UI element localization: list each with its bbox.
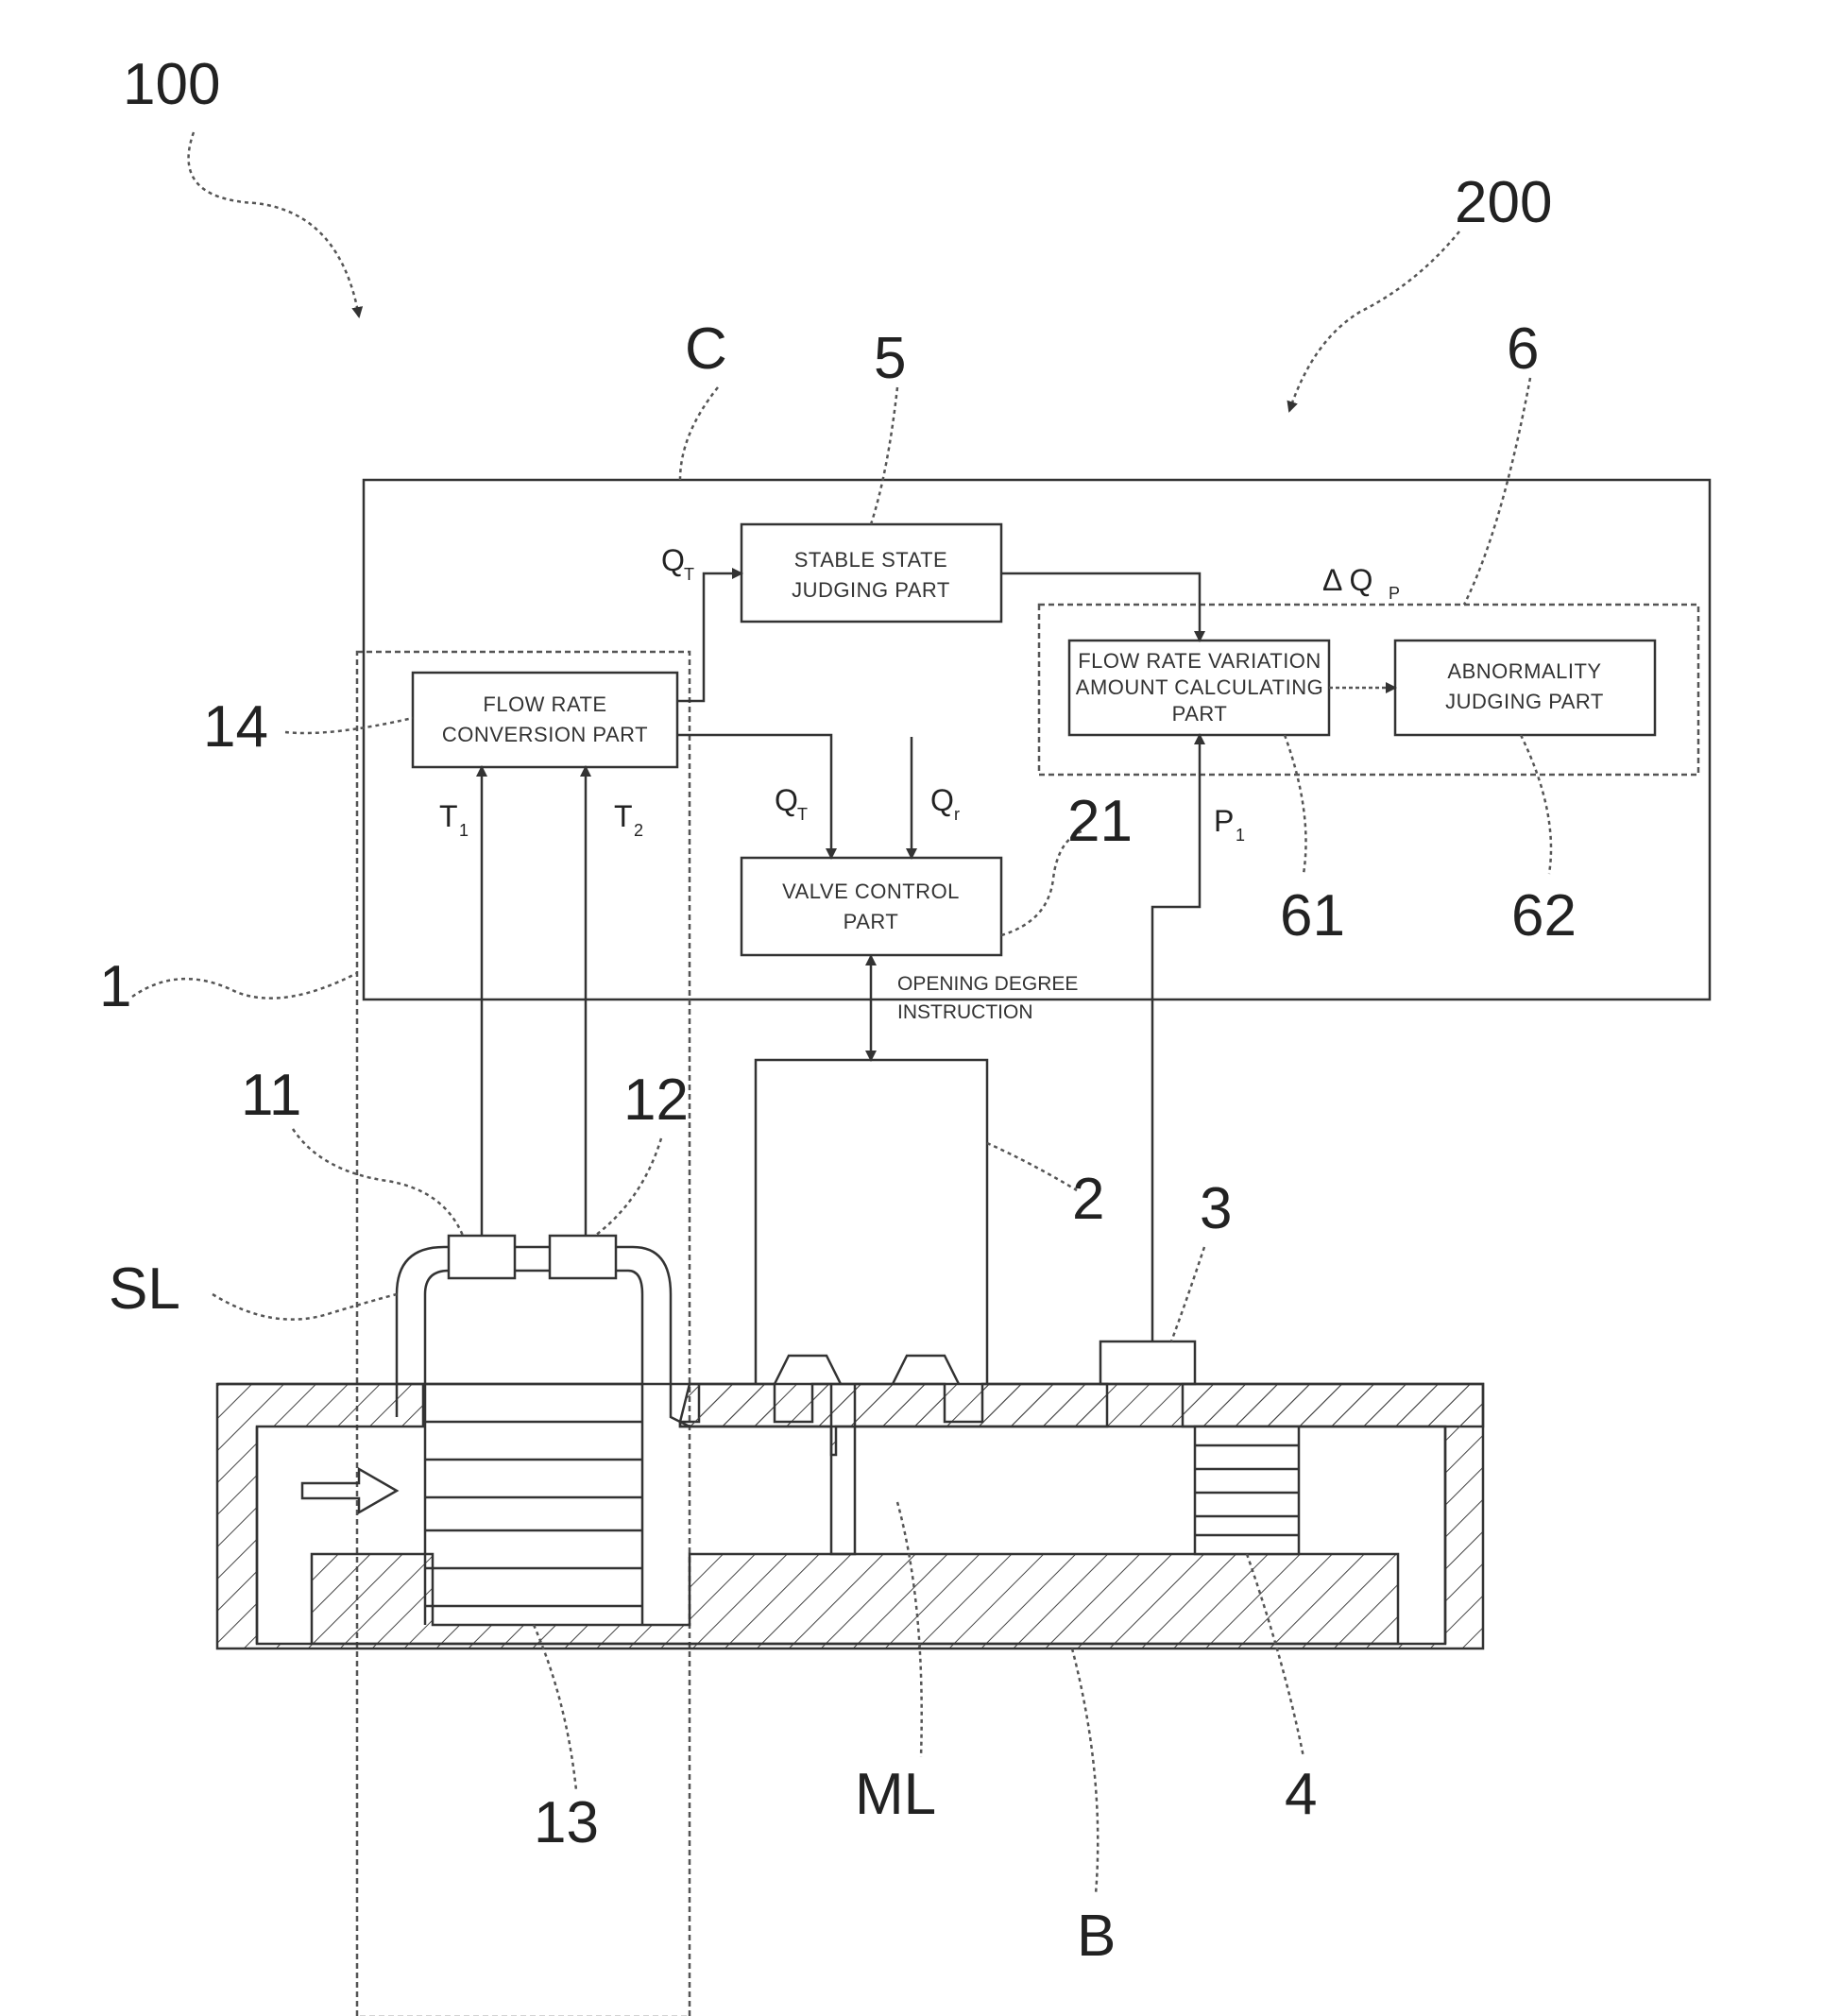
ref-200: 200 bbox=[1455, 170, 1552, 235]
svg-text:T: T bbox=[797, 805, 808, 824]
leader-5 bbox=[871, 387, 897, 524]
ref-11: 11 bbox=[241, 1063, 301, 1128]
svg-text:1: 1 bbox=[1236, 826, 1245, 845]
ref-C: C bbox=[685, 316, 727, 382]
valve-seat-left bbox=[775, 1356, 841, 1384]
leader-12 bbox=[595, 1138, 661, 1236]
leader-B bbox=[1072, 1649, 1098, 1894]
qt-to-valve-line bbox=[677, 735, 831, 858]
valve-label-1: VALVE CONTROL bbox=[782, 880, 960, 903]
svg-text:Q: Q bbox=[661, 543, 685, 577]
svg-text:T: T bbox=[439, 799, 458, 833]
valve-control-part: VALVE CONTROL PART bbox=[742, 858, 1001, 955]
qt-label-top: Q T bbox=[661, 543, 694, 584]
fvac-label-3: PART bbox=[1172, 702, 1228, 726]
ref-2: 2 bbox=[1072, 1167, 1104, 1232]
abnormality-judging-part: ABNORMALITY JUDGING PART bbox=[1395, 641, 1655, 735]
laminar-flow-element bbox=[425, 1384, 642, 1606]
svg-text:Δ Q: Δ Q bbox=[1322, 563, 1372, 597]
p1-line bbox=[1152, 735, 1200, 1341]
qr-label: Q r bbox=[930, 783, 960, 824]
p1-label: P 1 bbox=[1214, 804, 1245, 845]
ref-14: 14 bbox=[203, 694, 268, 760]
qt-label-valve: Q T bbox=[775, 783, 808, 824]
svg-text:T: T bbox=[614, 799, 633, 833]
fvac-label-1: FLOW RATE VARIATION bbox=[1078, 649, 1321, 673]
svg-text:INSTRUCTION: INSTRUCTION bbox=[897, 1001, 1033, 1023]
sensor-boundary bbox=[357, 652, 690, 2016]
svg-text:P: P bbox=[1214, 804, 1234, 838]
svg-text:1: 1 bbox=[459, 821, 469, 840]
svg-text:r: r bbox=[954, 805, 960, 824]
opening-degree-label: OPENING DEGREE INSTRUCTION bbox=[897, 973, 1078, 1023]
leader-62 bbox=[1521, 735, 1551, 874]
inflow-arrow bbox=[302, 1469, 397, 1512]
pressure-sensor bbox=[1100, 1341, 1195, 1384]
block-top-middle bbox=[680, 1384, 1107, 1455]
ref-100: 100 bbox=[123, 52, 220, 117]
leader-11 bbox=[293, 1129, 463, 1236]
svg-text:Q: Q bbox=[775, 783, 798, 817]
ref-ML: ML bbox=[855, 1762, 936, 1827]
flowconv-label-1: FLOW RATE bbox=[483, 692, 606, 716]
sensor-coil-12 bbox=[550, 1236, 616, 1278]
leader-2 bbox=[987, 1143, 1077, 1190]
abn-label-2: JUDGING PART bbox=[1445, 690, 1604, 713]
leader-200 bbox=[1289, 231, 1459, 411]
valve-seat-right bbox=[893, 1356, 959, 1384]
leader-6 bbox=[1464, 378, 1530, 605]
svg-text:2: 2 bbox=[634, 821, 643, 840]
t1-label: T 1 bbox=[439, 799, 469, 840]
stable-to-fvac-line bbox=[1001, 573, 1200, 641]
leader-3 bbox=[1171, 1247, 1204, 1341]
leader-61 bbox=[1285, 735, 1306, 874]
ref-13: 13 bbox=[534, 1790, 599, 1855]
leader-SL bbox=[213, 1294, 397, 1320]
ref-SL: SL bbox=[109, 1256, 180, 1322]
ref-62: 62 bbox=[1511, 883, 1577, 948]
ref-4: 4 bbox=[1285, 1762, 1317, 1827]
ref-1: 1 bbox=[99, 954, 131, 1019]
ref-3: 3 bbox=[1200, 1176, 1232, 1241]
valve-body bbox=[756, 1060, 987, 1384]
sensor-coil-11 bbox=[449, 1236, 515, 1278]
flow-rate-variation-amount-calculating-part: FLOW RATE VARIATION AMOUNT CALCULATING P… bbox=[1069, 641, 1329, 735]
svg-text:T: T bbox=[684, 565, 694, 584]
ref-5: 5 bbox=[874, 326, 906, 391]
leader-100 bbox=[189, 132, 359, 316]
ref-B: B bbox=[1077, 1904, 1116, 1969]
leader-1 bbox=[132, 973, 357, 999]
sensor-line-inner bbox=[425, 1271, 642, 1625]
stable-label-2: JUDGING PART bbox=[792, 578, 950, 602]
ref-21: 21 bbox=[1067, 789, 1133, 854]
ref-6: 6 bbox=[1507, 316, 1539, 382]
svg-text:OPENING DEGREE: OPENING DEGREE bbox=[897, 973, 1078, 995]
ref-12: 12 bbox=[623, 1068, 689, 1133]
abn-label-1: ABNORMALITY bbox=[1447, 659, 1601, 683]
svg-text:P: P bbox=[1389, 584, 1400, 603]
stable-label-1: STABLE STATE bbox=[794, 548, 947, 572]
t2-label: T 2 bbox=[614, 799, 643, 840]
valve-label-2: PART bbox=[844, 910, 899, 933]
restriction-element bbox=[1195, 1427, 1299, 1554]
sensor-line bbox=[397, 1247, 690, 1427]
ref-61: 61 bbox=[1280, 883, 1345, 948]
leader-C bbox=[680, 387, 718, 480]
qt-to-stable-line bbox=[677, 573, 742, 701]
delta-qp-label: Δ Q P bbox=[1322, 563, 1400, 603]
stable-state-judging-part: STABLE STATE JUDGING PART bbox=[742, 524, 1001, 622]
flow-rate-conversion-part: FLOW RATE CONVERSION PART bbox=[413, 673, 677, 767]
flowconv-label-2: CONVERSION PART bbox=[442, 723, 648, 746]
fvac-label-2: AMOUNT CALCULATING bbox=[1076, 675, 1323, 699]
svg-text:Q: Q bbox=[930, 783, 954, 817]
leader-14 bbox=[285, 718, 413, 733]
